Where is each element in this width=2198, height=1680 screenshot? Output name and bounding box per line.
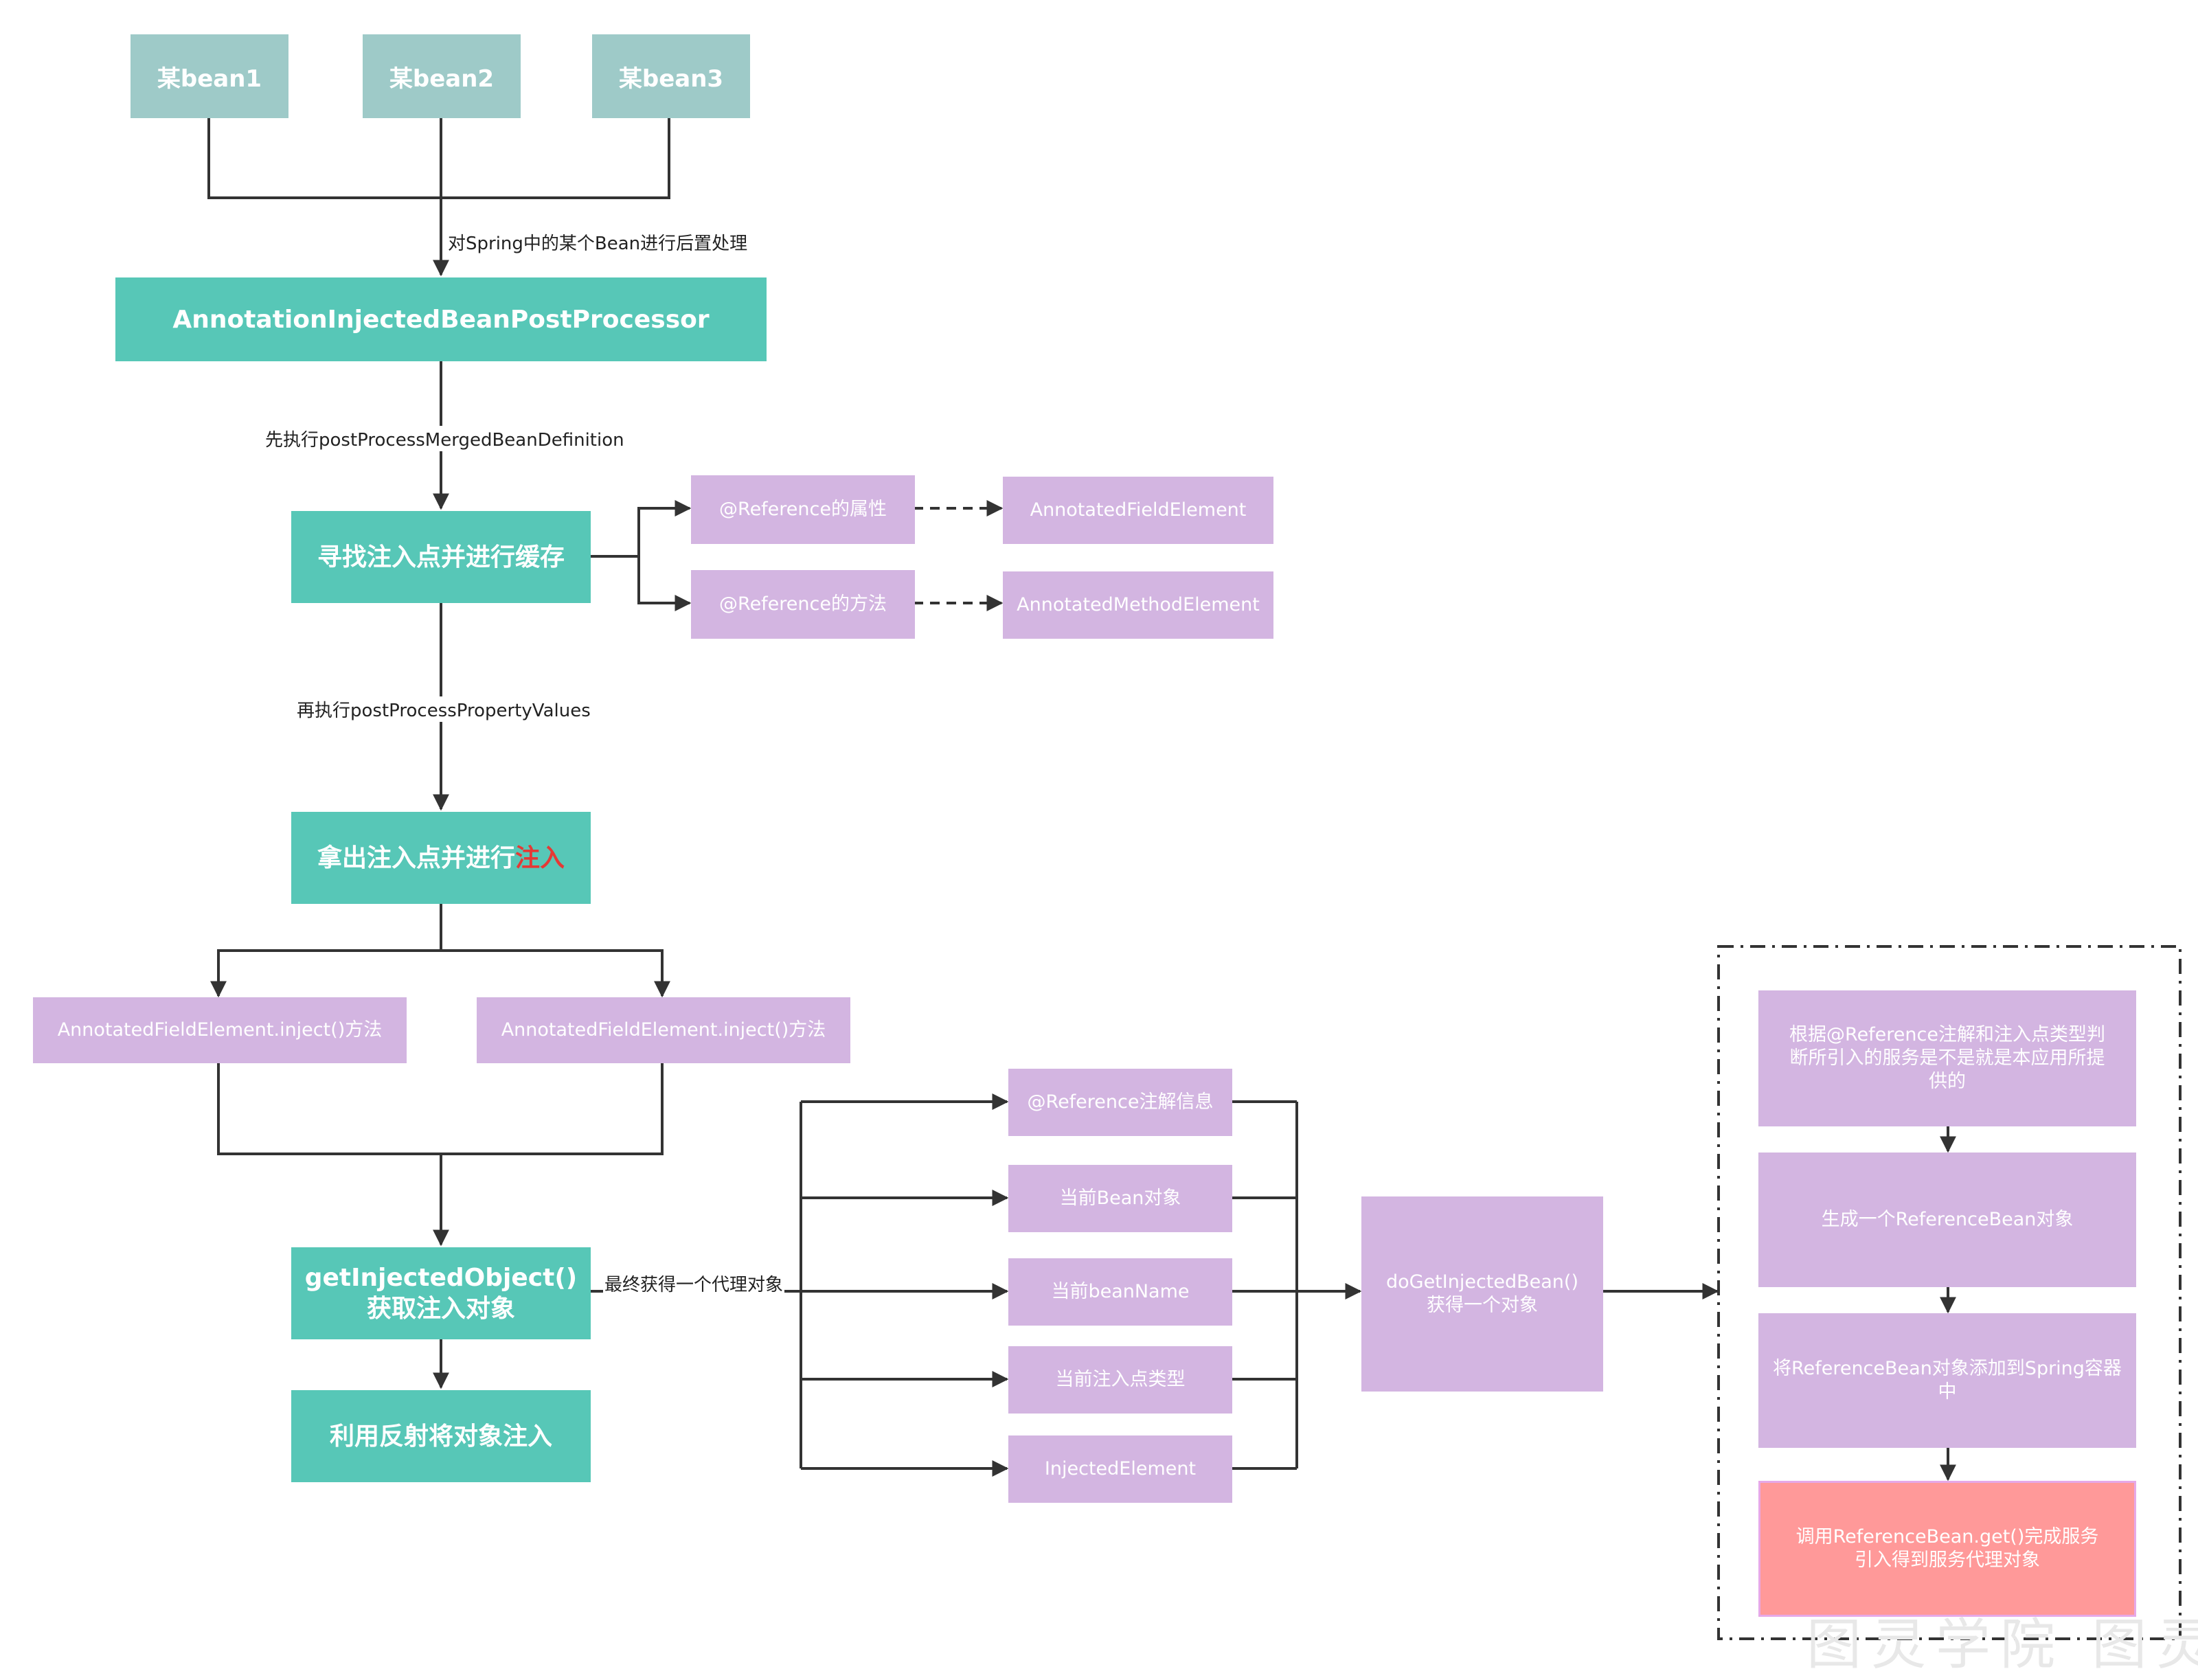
- bean1-connector: [207, 117, 670, 199]
- method-element-node: AnnotatedMethodElement: [1003, 571, 1273, 639]
- inject-method-right-node: AnnotatedFieldElement.inject()方法: [477, 997, 850, 1063]
- step-get-proxy-node: 调用ReferenceBean.get()完成服务引入得到服务代理对象: [1758, 1481, 2136, 1617]
- param-injected-element-node: InjectedElement: [1008, 1435, 1232, 1503]
- param-reference-info-node: @Reference注解信息: [1008, 1069, 1232, 1136]
- param-inject-type-node: 当前注入点类型: [1008, 1346, 1232, 1414]
- find-cache-node: 寻找注入点并进行缓存: [291, 511, 591, 603]
- bean-2-node: 某bean2: [363, 34, 521, 118]
- step-create-reference-bean-node: 生成一个ReferenceBean对象: [1758, 1153, 2136, 1287]
- inject-merge-connector: [217, 1062, 664, 1155]
- do-get-injected-bean-node: doGetInjectedBean() 获得一个对象: [1361, 1196, 1603, 1392]
- edge-label-then-exec: 再执行postProcessPropertyValues: [295, 696, 592, 722]
- get-object-line2: 获取注入对象: [366, 1295, 515, 1323]
- get-object-line1: getInjectedObject(): [304, 1264, 578, 1292]
- find-to-method-arrow: [637, 556, 692, 611]
- do-get-line1: doGetInjectedBean(): [1385, 1271, 1578, 1293]
- edge-label-first-exec: 先执行postProcessMergedBeanDefinition: [264, 426, 626, 451]
- take-inject-highlight: 注入: [515, 843, 565, 872]
- get-object-node: getInjectedObject() 获取注入对象: [291, 1247, 591, 1339]
- watermark: 图灵学院 图灵: [1806, 1613, 2198, 1677]
- edge-label-post-process: 对Spring中的某个Bean进行后置处理: [446, 229, 749, 255]
- reference-field-node: @Reference的属性: [691, 475, 915, 544]
- param-bean-name-node: 当前beanName: [1008, 1258, 1232, 1326]
- find-to-field-arrow: [591, 500, 692, 558]
- param-current-bean-node: 当前Bean对象: [1008, 1165, 1232, 1232]
- take-inject-node: 拿出注入点并进行注入: [291, 812, 591, 904]
- take-split-left-arrow: [210, 904, 442, 998]
- field-element-node: AnnotatedFieldElement: [1003, 477, 1273, 544]
- processor-node: AnnotationInjectedBeanPostProcessor: [115, 277, 767, 361]
- step-add-to-container-node: 将ReferenceBean对象添加到Spring容器中: [1758, 1313, 2136, 1448]
- reflect-inject-node: 利用反射将对象注入: [291, 1390, 591, 1482]
- bean-3-node: 某bean3: [592, 34, 750, 118]
- bean-1-node: 某bean1: [131, 34, 288, 118]
- steps-frame: [1717, 945, 2182, 1640]
- take-inject-text: 拿出注入点并进行: [317, 843, 515, 872]
- step-check-local-service-node: 根据@Reference注解和注入点类型判断所引入的服务是不是就是本应用所提供的: [1758, 990, 2136, 1126]
- take-split-right-arrow: [441, 949, 670, 998]
- reference-method-node: @Reference的方法: [691, 570, 915, 639]
- do-get-line2: 获得一个对象: [1427, 1295, 1538, 1316]
- inject-method-left-node: AnnotatedFieldElement.inject()方法: [33, 997, 407, 1063]
- edge-label-final-obtain: 最终获得一个代理对象: [603, 1271, 785, 1296]
